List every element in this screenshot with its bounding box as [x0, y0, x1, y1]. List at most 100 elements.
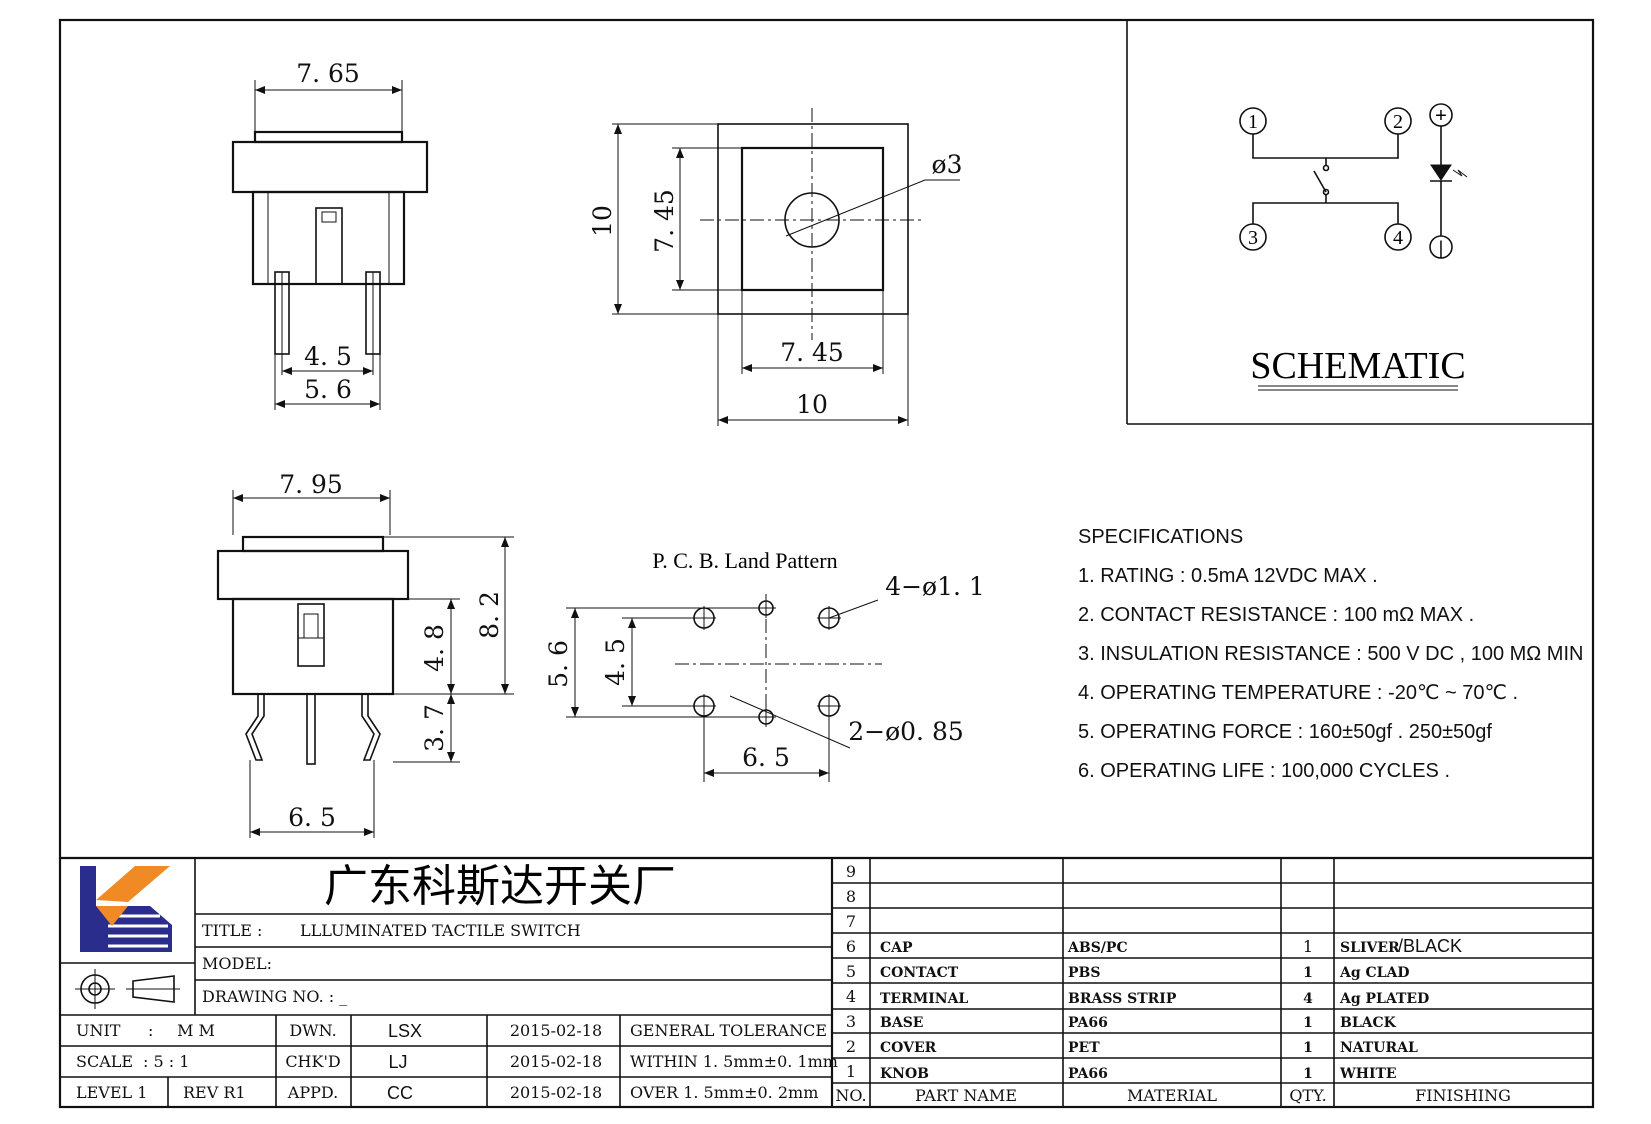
company-logo [80, 866, 172, 952]
dwn-name: LSX [388, 1021, 422, 1041]
dim-side-body-h: 4. 8 [420, 624, 449, 672]
material: PET [1068, 1040, 1100, 1056]
dim-hole-diameter: ø3 [932, 150, 963, 179]
row-number: 1 [846, 1062, 856, 1081]
material: PA66 [1068, 1066, 1108, 1082]
drawing-no-label: DRAWING NO. : _ [202, 987, 347, 1006]
dwn-date: 2015-02-18 [510, 1021, 602, 1040]
tolerance-within: WITHIN 1. 5mm±0. 1mm [630, 1052, 838, 1071]
table-row: 3 BASE PA66 1 BLACK [846, 1012, 1397, 1031]
row-number: 6 [846, 937, 856, 956]
scale-label: SCALE [76, 1052, 133, 1071]
specifications-heading: SPECIFICATIONS [1078, 526, 1243, 548]
pcb-dim-outer-h: 5. 6 [544, 640, 573, 688]
dim-top-inner-w: 7. 45 [780, 338, 844, 367]
appd-name: CC [387, 1083, 413, 1103]
pcb-dim-span: 6. 5 [742, 743, 790, 772]
part-name: CAP [880, 940, 913, 956]
dim-pin-inner: 4. 5 [304, 342, 352, 371]
header-qty: QTY. [1289, 1086, 1326, 1105]
dim-front-width: 7. 65 [296, 59, 360, 88]
schematic: 1 2 3 4 + | SCHEMATIC [1239, 103, 1468, 391]
dim-top-outer-h: 10 [588, 205, 617, 237]
tolerance-heading: GENERAL TOLERANCE [630, 1021, 827, 1040]
part-name: KNOB [880, 1066, 929, 1082]
front-view: 7. 65 4. 5 5. 6 [231, 59, 429, 410]
part-name: COVER [880, 1040, 937, 1056]
finishing: SLIVER [1340, 940, 1400, 956]
pcb-holes-4: 4−ø1. 1 [885, 572, 985, 601]
dim-pin-outer: 5. 6 [304, 375, 352, 404]
company-name: 广东科斯达开关厂 [324, 861, 676, 912]
quantity: 1 [1303, 1040, 1313, 1056]
tolerance-over: OVER 1. 5mm±0. 2mm [630, 1083, 818, 1102]
table-row: 1 KNOB PA66 1 WHITE [846, 1062, 1397, 1082]
header-finishing: FINISHING [1415, 1086, 1511, 1105]
pin-1-label: 1 [1248, 111, 1258, 133]
spec-item: 3. INSULATION RESISTANCE : 500 V DC , 10… [1078, 643, 1583, 665]
dim-top-outer-w: 10 [796, 390, 828, 419]
spec-item: 5. OPERATING FORCE : 160±50gf . 250±50gf [1078, 721, 1492, 743]
row-number: 2 [846, 1037, 856, 1056]
dim-side-width: 7. 95 [279, 470, 343, 499]
quantity: 1 [1303, 937, 1313, 956]
spec-item: 6. OPERATING LIFE : 100,000 CYCLES . [1078, 760, 1450, 782]
title-label: TITLE : [202, 921, 262, 940]
pin-2-label: 2 [1393, 111, 1403, 133]
quantity: 1 [1303, 1015, 1313, 1031]
pcb-land-pattern: P. C. B. Land Pattern 4−ø1. 1 2−ø0. 85 5… [544, 548, 985, 782]
chk-date: 2015-02-18 [510, 1052, 602, 1071]
finishing: Ag PLATED [1339, 991, 1429, 1007]
row-number: 7 [846, 912, 856, 931]
header-no: NO. [835, 1086, 866, 1105]
finishing-secondary: /BLACK [1398, 936, 1462, 956]
row-number: 8 [846, 887, 856, 906]
quantity: 4 [1303, 991, 1313, 1007]
part-name: BASE [880, 1015, 923, 1031]
appd-date: 2015-02-18 [510, 1083, 602, 1102]
row-number: 3 [846, 1012, 856, 1031]
material: PA66 [1068, 1015, 1108, 1031]
finishing: NATURAL [1340, 1040, 1418, 1056]
material: PBS [1068, 965, 1100, 981]
finishing: BLACK [1340, 1015, 1397, 1031]
pcb-holes-2: 2−ø0. 85 [848, 717, 964, 746]
projection-symbol-icon [75, 969, 180, 1009]
spec-item: 4. OPERATING TEMPERATURE : -20℃ ~ 70℃ . [1078, 682, 1518, 704]
scale-value: : 5 : 1 [143, 1052, 189, 1071]
header-part-name: PART NAME [915, 1086, 1017, 1105]
title-block: 广东科斯达开关厂 TITLE : LLLUMINATED TACTILE SWI… [60, 856, 1593, 1107]
side-view: 7. 95 6. 5 4. 8 3. 7 8. 2 [216, 470, 514, 838]
sheet-border [58, 18, 1595, 1109]
finishing: WHITE [1339, 1066, 1397, 1082]
model-label: MODEL: [202, 954, 272, 973]
part-name: TERMINAL [880, 991, 968, 1007]
title-value: LLLUMINATED TACTILE SWITCH [300, 921, 581, 940]
table-row: 6 CAP ABS/PC 1 SLIVER /BLACK [846, 936, 1462, 956]
spec-item: 2. CONTACT RESISTANCE : 100 mΩ MAX . [1078, 604, 1474, 626]
chk-label: CHK'D [285, 1052, 340, 1071]
dwn-label: DWN. [289, 1021, 336, 1040]
pcb-title: P. C. B. Land Pattern [652, 548, 837, 573]
appd-label: APPD. [287, 1083, 338, 1102]
schematic-title: SCHEMATIC [1250, 345, 1465, 387]
unit-label: UNIT [76, 1021, 121, 1040]
top-view: ø3 10 7. 45 7. 45 10 [588, 108, 962, 426]
parts-table: 9 8 7 6 CAP ABS/PC 1 SLIVER /BLACK 5 CON… [832, 858, 1593, 1107]
level-label: LEVEL 1 [76, 1083, 147, 1102]
spec-item: 1. RATING : 0.5mA 12VDC MAX . [1078, 565, 1378, 587]
specifications: SPECIFICATIONS 1. RATING : 0.5mA 12VDC M… [1078, 526, 1583, 782]
material: BRASS STRIP [1068, 991, 1177, 1007]
rev-label: REV R1 [183, 1083, 246, 1102]
row-number: 4 [846, 987, 856, 1006]
dim-top-inner-h: 7. 45 [650, 189, 679, 253]
pin-4-label: 4 [1393, 227, 1403, 249]
dim-side-pin-h: 3. 7 [420, 704, 449, 752]
finishing: Ag CLAD [1339, 965, 1410, 981]
dim-side-pin-span: 6. 5 [288, 803, 336, 832]
led-plus-label: + [1435, 105, 1447, 127]
table-row: 5 CONTACT PBS 1 Ag CLAD [846, 962, 1410, 981]
table-row: 4 TERMINAL BRASS STRIP 4 Ag PLATED [846, 987, 1429, 1007]
header-material: MATERIAL [1127, 1086, 1217, 1105]
